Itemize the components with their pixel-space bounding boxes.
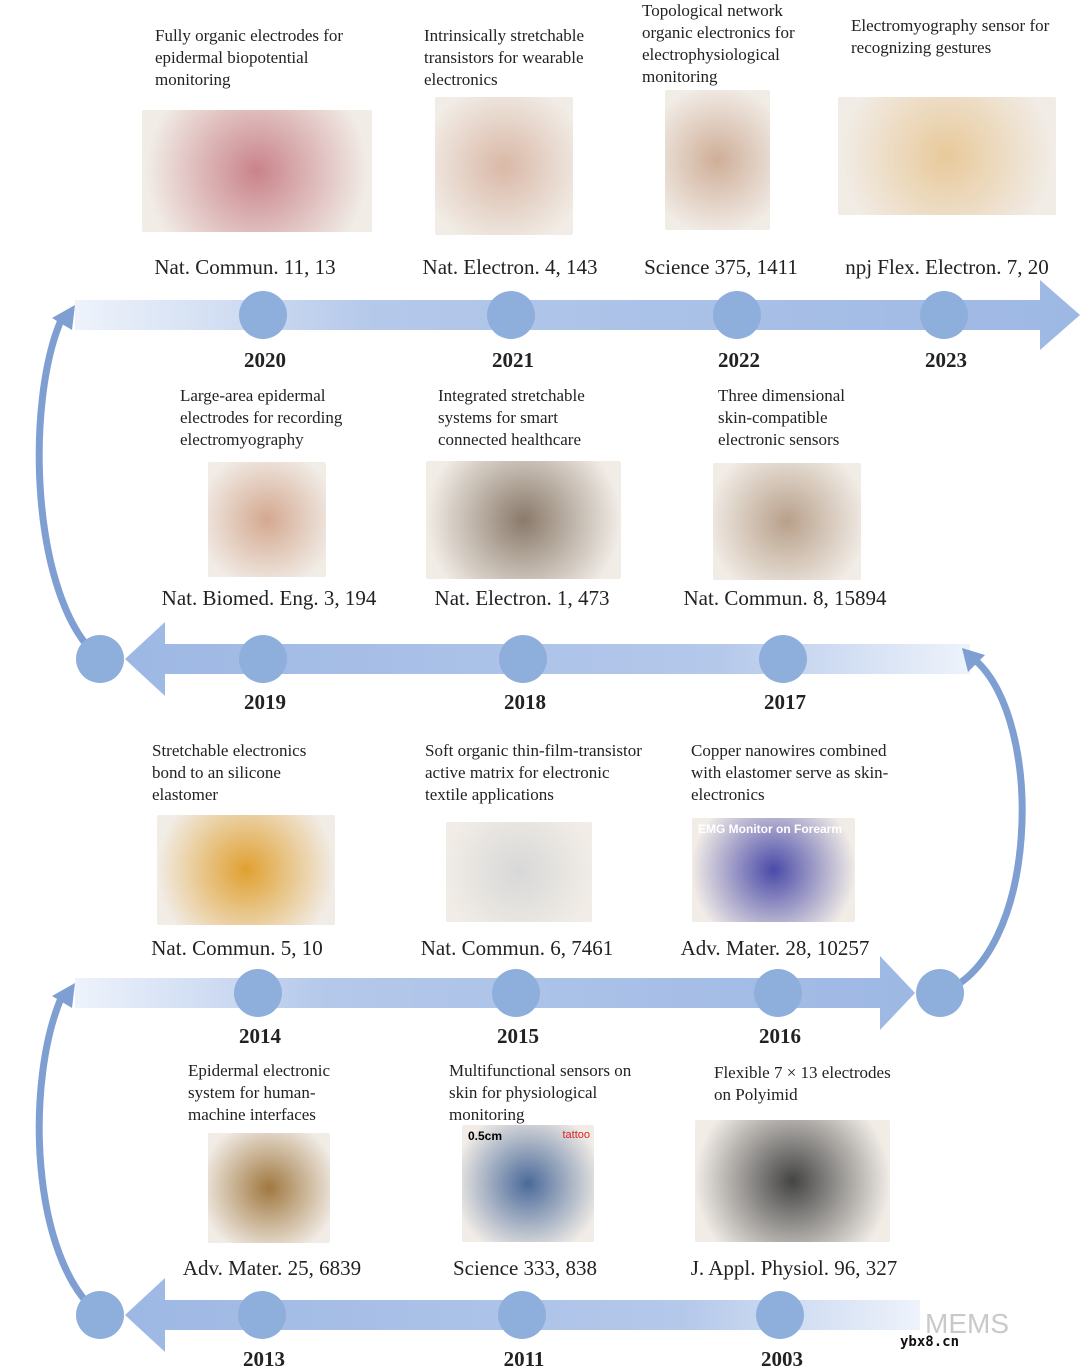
entry-year: 2022 (718, 348, 760, 372)
entry-caption: Intrinsically stretchable transistors fo… (424, 26, 585, 89)
timeline-node (916, 969, 964, 1017)
entry-image (142, 110, 372, 232)
entry-reference: Science 375, 1411 (644, 255, 798, 279)
entry-year: 2013 (243, 1347, 285, 1370)
entry-caption: Stretchable electronics bond to an silic… (152, 741, 307, 804)
timeline-node (234, 969, 282, 1017)
entry-year: 2019 (244, 690, 286, 714)
timeline-node (756, 1291, 804, 1339)
entry-reference: Nat. Commun. 6, 7461 (420, 936, 614, 960)
entry-reference: Nat. Biomed. Eng. 3, 194 (161, 586, 377, 610)
entry-caption: Three dimensional skin-compatible electr… (718, 386, 845, 449)
timeline-node (754, 969, 802, 1017)
entry-year: 2021 (492, 348, 534, 372)
arrow-row-2020-2023 (75, 280, 1080, 350)
entry-caption: Epidermal electronic system for human-ma… (188, 1061, 331, 1124)
entry-image (838, 97, 1056, 215)
entry-reference: Nat. Electron. 1, 473 (434, 586, 610, 610)
entry-reference: Nat. Commun. 8, 15894 (683, 586, 887, 610)
entry-caption: Flexible 7 × 13 electrodes on Polyimid (714, 1063, 891, 1104)
timeline-node (238, 1291, 286, 1339)
watermark: MEMS (925, 1308, 1009, 1339)
timeline-node (713, 291, 761, 339)
entry-image (435, 97, 573, 235)
entry-year: 2015 (497, 1024, 539, 1048)
entry-year: 2023 (925, 348, 967, 372)
entry-image (665, 90, 770, 230)
timeline-node (498, 1291, 546, 1339)
arrow-row-2017-2019 (125, 622, 970, 696)
entry-caption: Electromyography sensor for recognizing … (851, 16, 1050, 57)
entry-year: 2014 (239, 1024, 281, 1048)
curve-arrow-left-bottom (35, 994, 103, 1318)
image-label: 0.5cm (468, 1129, 503, 1143)
entry-caption: Fully organic electrodes for epidermal b… (155, 26, 344, 89)
entry-reference: Nat. Commun. 5, 10 (151, 936, 323, 960)
entry-image (695, 1120, 890, 1242)
entry-reference: J. Appl. Physiol. 96, 327 (690, 1256, 898, 1280)
timeline-node (920, 291, 968, 339)
curve-arrow-right (938, 657, 1026, 997)
entry-reference: Adv. Mater. 28, 10257 (680, 936, 870, 960)
timeline-node (76, 1291, 124, 1339)
entry-image (208, 1133, 330, 1243)
curve-arrow-left-top (35, 316, 103, 662)
entry-image (446, 822, 592, 922)
entry-image (157, 815, 335, 925)
timeline-node (759, 635, 807, 683)
entry-year: 2003 (761, 1347, 803, 1370)
image-label: tattoo (562, 1129, 590, 1141)
entry-reference: Science 333, 838 (452, 1256, 598, 1280)
entry-caption: Topological network organic electronics … (642, 1, 795, 86)
entry-caption: Soft organic thin-film-transistor active… (425, 741, 642, 804)
image-label: EMG Monitor on Forearm (698, 822, 842, 836)
entry-reference: Adv. Mater. 25, 6839 (182, 1256, 362, 1280)
entry-year: 2016 (759, 1024, 801, 1048)
entry-caption: Large-area epidermal electrodes for reco… (180, 386, 343, 449)
timeline-node (76, 635, 124, 683)
entry-year: 2020 (244, 348, 286, 372)
entry-image (713, 463, 861, 580)
entry-image (426, 461, 621, 579)
timeline-node (239, 635, 287, 683)
timeline-node (487, 291, 535, 339)
entry-image: 0.5cm tattoo (462, 1125, 594, 1242)
entry-reference: npj Flex. Electron. 7, 20 (845, 255, 1049, 279)
entry-year: 2018 (504, 690, 546, 714)
entry-image: EMG Monitor on Forearm (692, 818, 855, 922)
site-label: ybx8.cn (900, 1334, 960, 1350)
entry-caption: Multifunctional sensors on skin for phys… (449, 1061, 632, 1124)
entry-caption: Integrated stretchable systems for smart… (438, 386, 585, 449)
timeline-node (492, 969, 540, 1017)
entry-year: 2011 (503, 1347, 545, 1370)
entry-reference: Nat. Commun. 11, 13 (154, 255, 336, 279)
entry-caption: Copper nanowires combined with elastomer… (691, 741, 889, 804)
entry-year: 2017 (764, 690, 806, 714)
entry-reference: Nat. Electron. 4, 143 (422, 255, 598, 279)
timeline-node (239, 291, 287, 339)
timeline-node (499, 635, 547, 683)
entry-image (208, 462, 326, 577)
